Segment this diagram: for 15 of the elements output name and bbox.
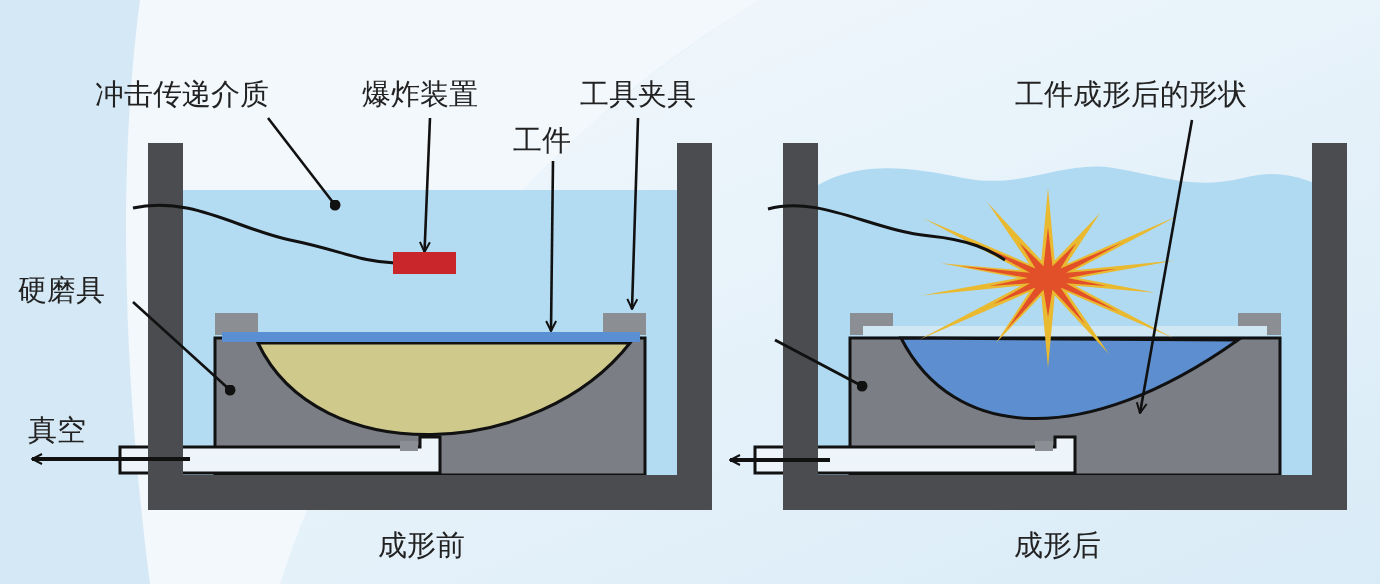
leader-line	[545, 161, 558, 332]
caption: 成形后	[1014, 527, 1101, 563]
part-label: 冲击传递介质	[95, 76, 269, 112]
part-label: 硬磨具	[18, 272, 105, 308]
leader-line	[418, 117, 432, 253]
explosive-block	[393, 252, 456, 274]
leader-line	[266, 117, 341, 211]
part-label: 工件	[513, 122, 571, 158]
leader-line	[626, 117, 640, 310]
part-label: 真空	[28, 412, 86, 448]
part-label: 爆炸装置	[362, 76, 478, 112]
part-label: 工具夹具	[580, 76, 696, 112]
caption: 成形前	[378, 527, 465, 563]
part-label: 工件成形后的形状	[1015, 76, 1247, 112]
leader-line	[1135, 119, 1194, 414]
